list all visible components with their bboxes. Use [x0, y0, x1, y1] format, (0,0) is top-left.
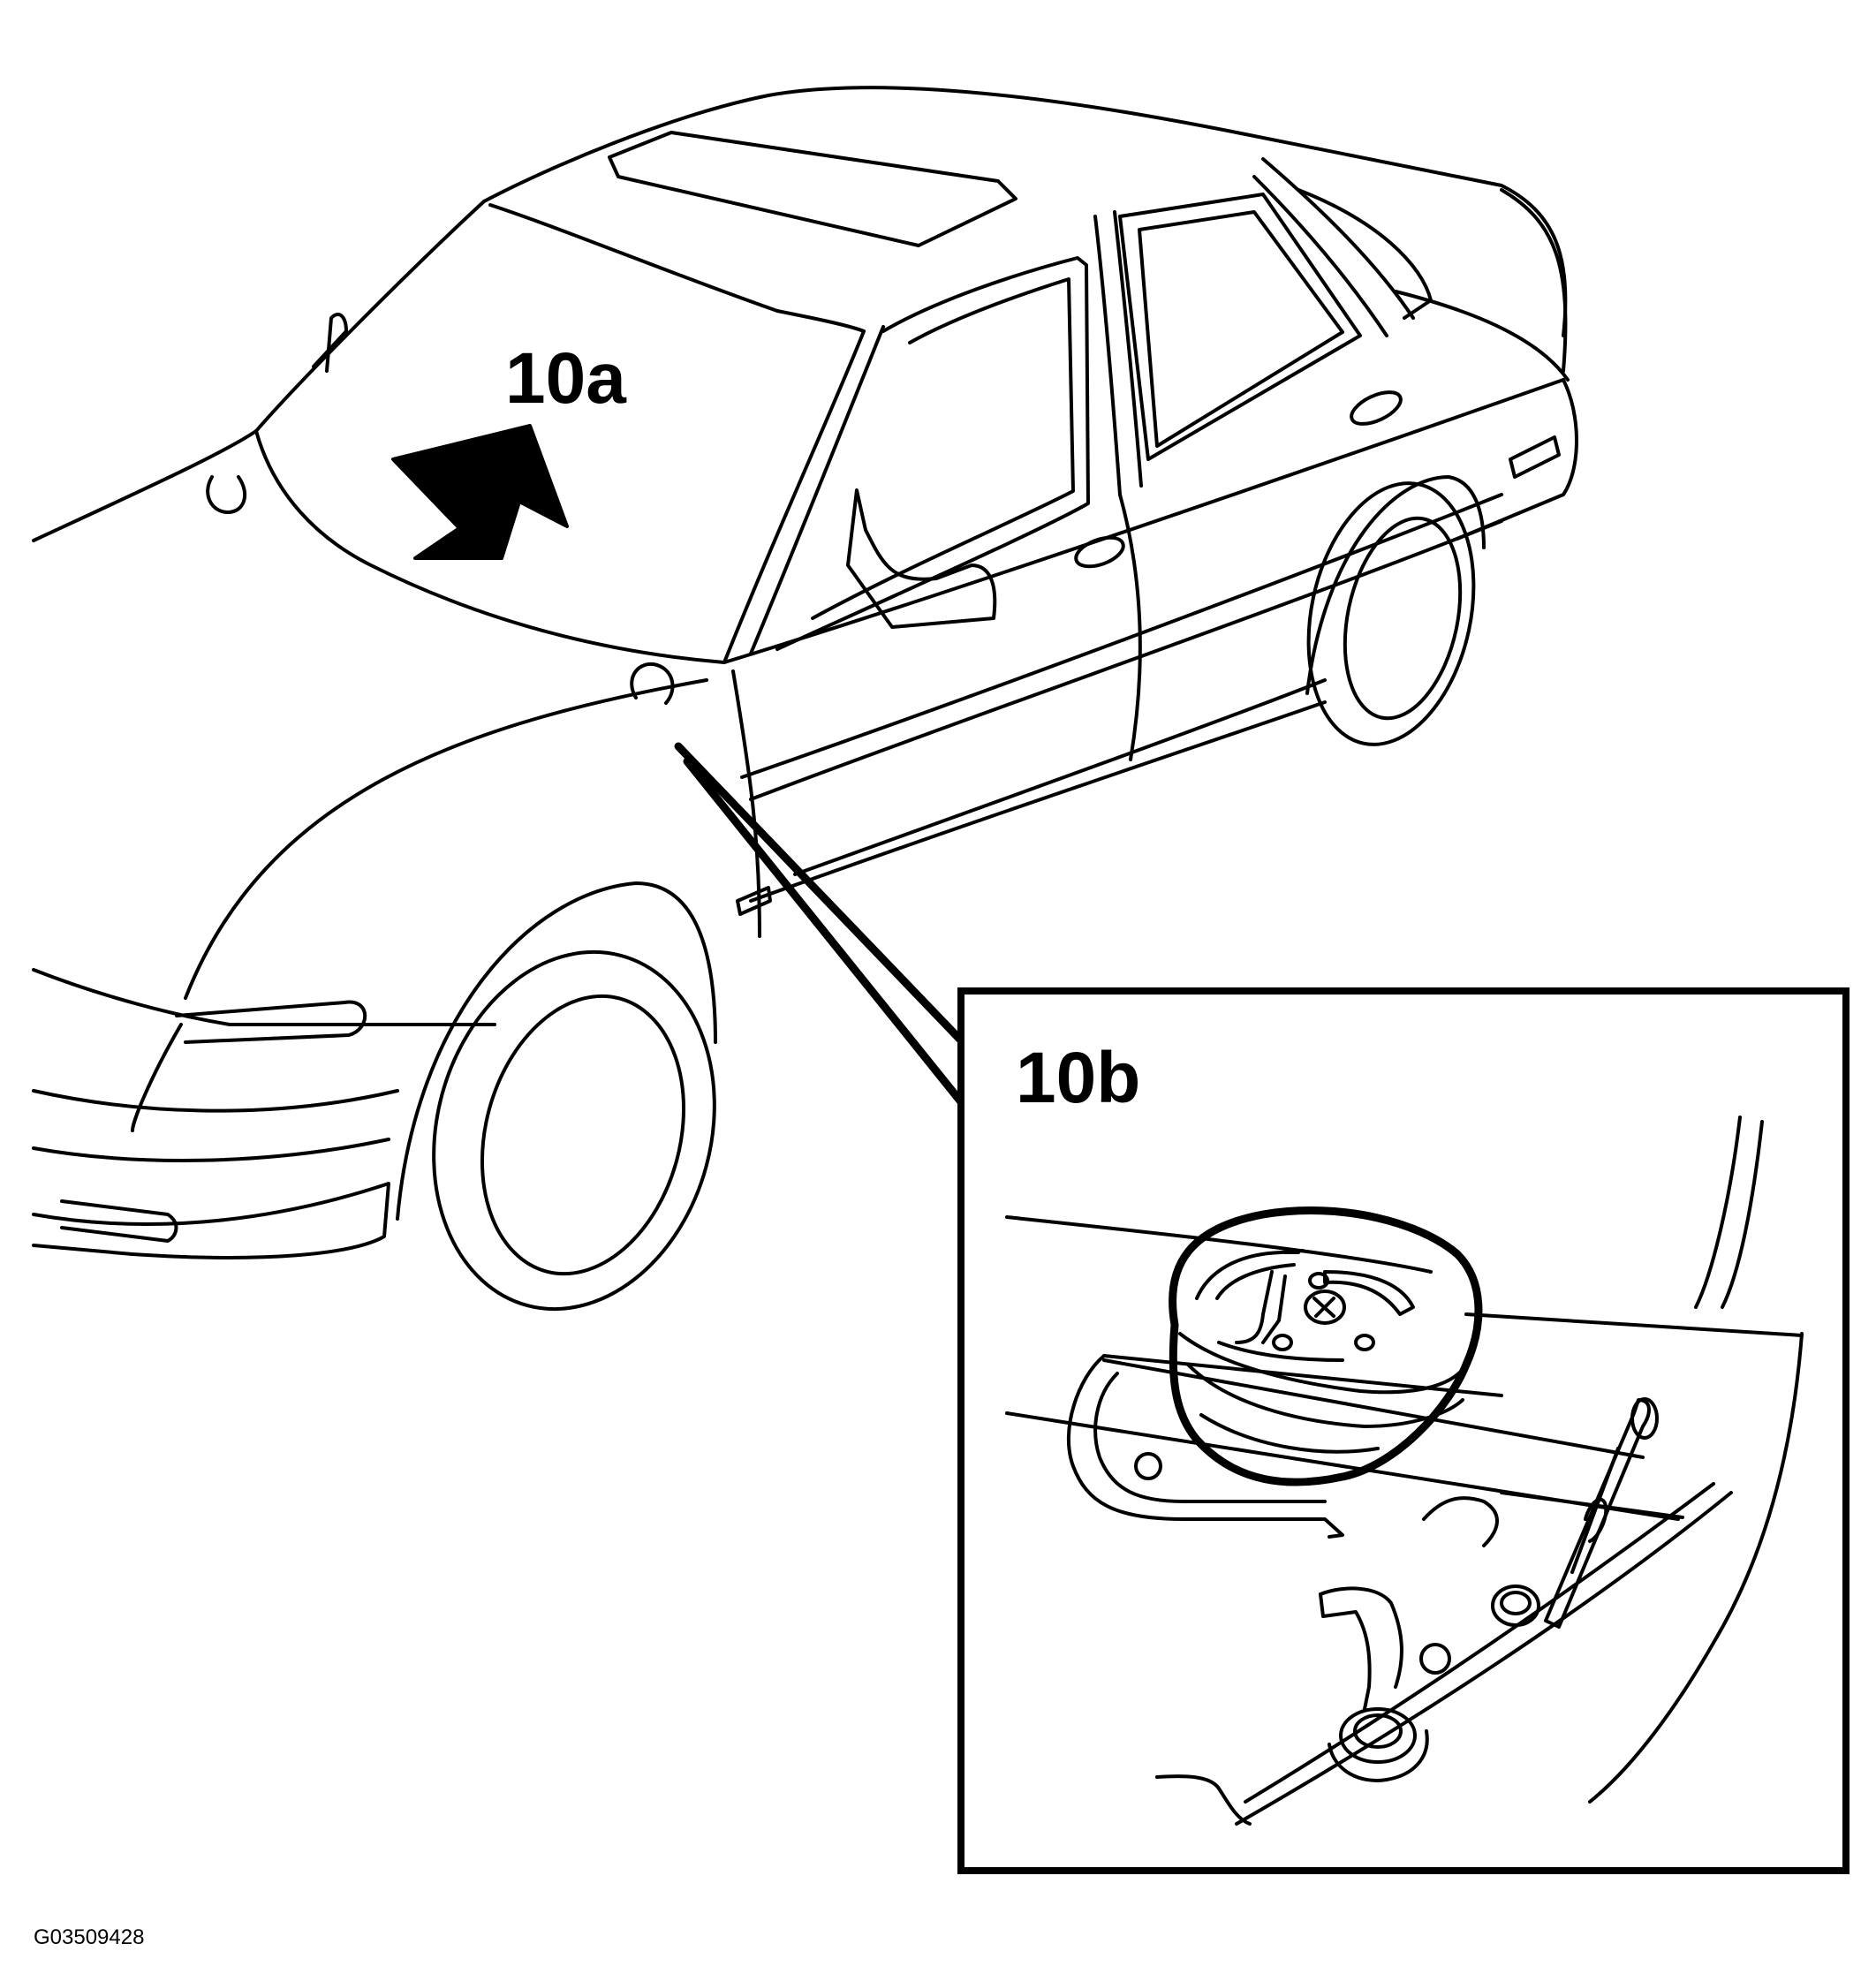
detail-callout-label: 10b [1016, 1038, 1141, 1118]
figure-code: G03509428 [34, 1925, 145, 1949]
leader-lines [674, 742, 967, 1108]
arrow-up-right-icon [391, 424, 569, 560]
detail-inset-drawing [1005, 1116, 1804, 1826]
car-body [32, 86, 1578, 1312]
windshield-callout-label: 10a [505, 338, 626, 419]
